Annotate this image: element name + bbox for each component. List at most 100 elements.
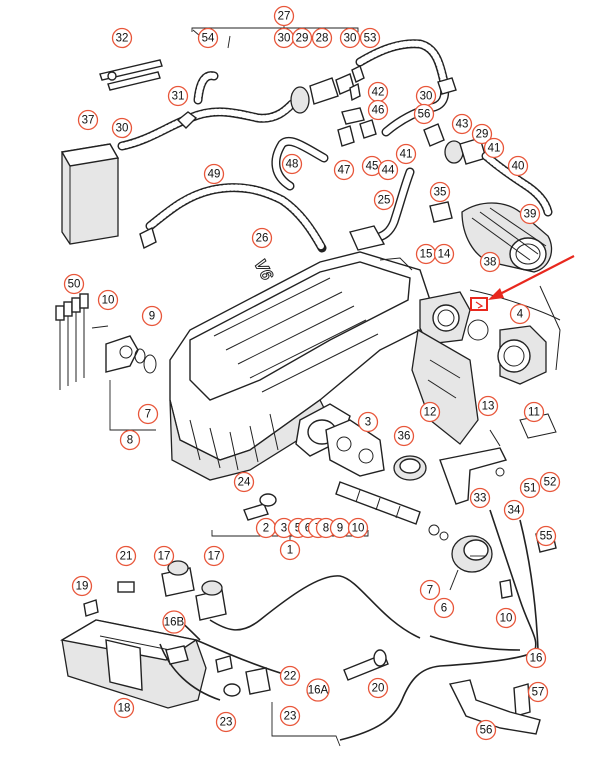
callout-30: 30 <box>339 27 361 49</box>
callout-label: 23 <box>220 717 233 729</box>
callout-circle <box>333 159 355 181</box>
shaft <box>335 481 449 541</box>
callout-circle <box>279 539 301 561</box>
callout-label: 22 <box>284 671 297 683</box>
callout-38: 38 <box>479 251 501 273</box>
callout-label: 50 <box>68 279 81 291</box>
callout-circle <box>523 401 545 423</box>
callout-label: 35 <box>434 187 447 199</box>
callout-18: 18 <box>113 697 135 719</box>
callout-label: 29 <box>296 33 309 45</box>
callout-label: 26 <box>256 233 269 245</box>
callout-circle <box>433 243 455 265</box>
callout-label: 42 <box>372 87 385 99</box>
callout-11: 11 <box>523 401 545 423</box>
callout-circle <box>97 289 119 311</box>
callout-circle <box>311 27 333 49</box>
callout-label: 33 <box>474 493 487 505</box>
callout-circle <box>419 401 441 423</box>
callout-label: 6 <box>441 603 447 615</box>
callout-label: 16B <box>164 617 185 629</box>
callout-label: 21 <box>120 551 133 563</box>
callout-label: 18 <box>118 703 131 715</box>
callout-circle <box>507 155 529 177</box>
callout-12: 12 <box>419 401 441 423</box>
callout-22: 22 <box>279 665 301 687</box>
callout-24: 24 <box>233 471 255 493</box>
callout-3: 3 <box>357 411 379 433</box>
callout-25: 25 <box>373 189 395 211</box>
callout-label: 46 <box>372 105 385 117</box>
callout-circle <box>339 27 361 49</box>
callout-circle <box>483 137 505 159</box>
callout-label: 10 <box>500 613 513 625</box>
callout-circle <box>233 471 255 493</box>
callout-circle <box>395 143 417 165</box>
callout-41: 41 <box>395 143 417 165</box>
callout-29: 29 <box>291 27 313 49</box>
callout-27: 27 <box>273 5 295 27</box>
callout-label: 51 <box>524 483 537 495</box>
callout-circle <box>273 5 295 27</box>
callout-8: 8 <box>119 429 141 451</box>
callout-circle <box>373 189 395 211</box>
callout-circle <box>347 517 369 539</box>
callout-label: 39 <box>524 209 537 221</box>
callout-40: 40 <box>507 155 529 177</box>
callout-label: 8 <box>127 435 133 447</box>
callout-circle <box>141 305 163 327</box>
callout-label: 30 <box>116 123 129 135</box>
callout-circle <box>63 273 85 295</box>
callout-50: 50 <box>63 273 85 295</box>
callout-label: 27 <box>278 11 291 23</box>
callout-label: 17 <box>158 551 171 563</box>
callout-label: 12 <box>424 407 437 419</box>
callout-36: 36 <box>393 425 415 447</box>
callout-51: 51 <box>519 477 541 499</box>
engine-mark: V6 <box>250 256 277 284</box>
callout-33: 33 <box>469 487 491 509</box>
callout-circle <box>113 697 135 719</box>
callout-label: 13 <box>482 401 495 413</box>
callout-label: 28 <box>316 33 329 45</box>
canister <box>60 143 157 250</box>
callout-label: 3 <box>365 417 371 429</box>
callout-label: 32 <box>116 33 129 45</box>
callout-30: 30 <box>273 27 295 49</box>
callout-2: 2 <box>255 517 277 539</box>
callout-circle <box>471 123 493 145</box>
callout-19: 19 <box>71 575 93 597</box>
callout-circle <box>357 411 379 433</box>
callout-30: 30 <box>111 117 133 139</box>
callout-circle <box>429 181 451 203</box>
callout-label: 41 <box>488 143 501 155</box>
callout-label: 4 <box>517 309 524 321</box>
callout-label: 30 <box>278 33 291 45</box>
callout-46: 46 <box>367 99 389 121</box>
callout-53: 53 <box>359 27 381 49</box>
callout-label: 47 <box>338 165 351 177</box>
callout-circle <box>413 103 435 125</box>
callout-23: 23 <box>279 705 301 727</box>
actuator <box>449 535 493 591</box>
callout-label: 19 <box>76 581 89 593</box>
callout-10: 10 <box>347 517 369 539</box>
callout-circle <box>519 477 541 499</box>
callout-circle <box>475 719 497 741</box>
callout-7: 7 <box>419 579 441 601</box>
callout-circle <box>111 117 133 139</box>
callout-circle <box>469 487 491 509</box>
callout-label: 40 <box>512 161 525 173</box>
callout-circle <box>119 429 141 451</box>
callout-47: 47 <box>333 159 355 181</box>
callout-circle <box>477 395 499 417</box>
callout-20: 20 <box>367 677 389 699</box>
callout-10: 10 <box>97 289 119 311</box>
callout-23: 23 <box>215 711 237 733</box>
callout-4: 4 <box>509 303 531 325</box>
callout-circle <box>215 711 237 733</box>
callout-label: 8 <box>323 523 329 535</box>
callout-52: 52 <box>539 471 561 493</box>
callout-6: 6 <box>433 597 455 619</box>
callout-circle <box>167 85 189 107</box>
